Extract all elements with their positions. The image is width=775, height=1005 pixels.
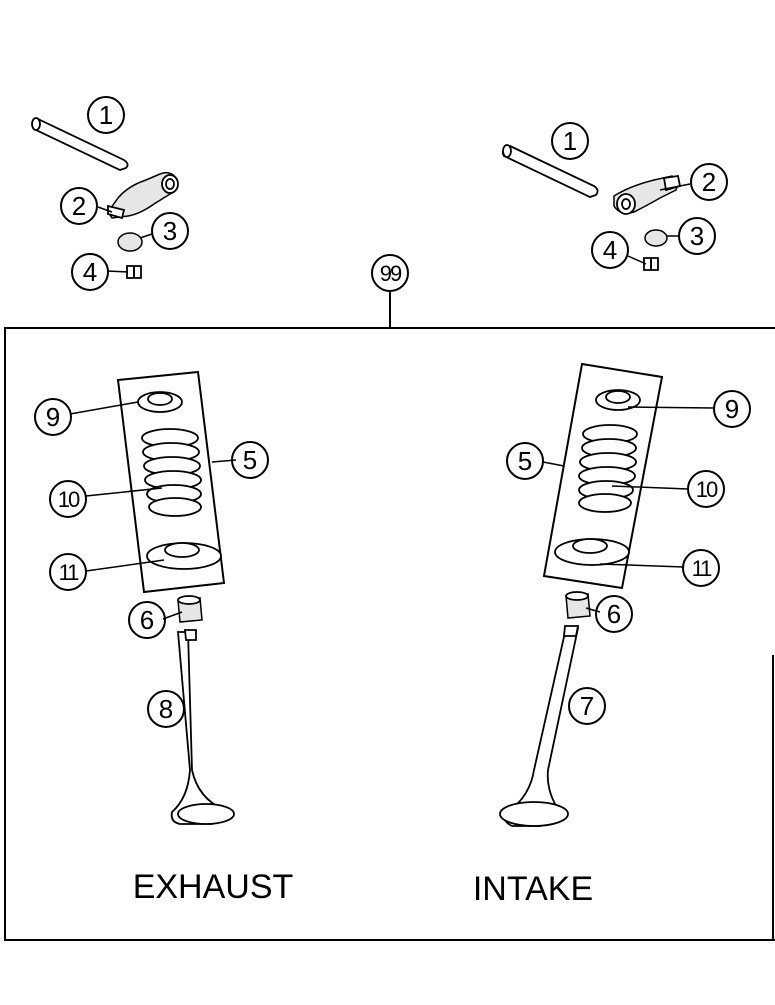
intake-spring-retainer [595,389,641,411]
callout-5-right: 5 [506,442,544,480]
exhaust-spring-kit-box [116,370,226,594]
exhaust-label: EXHAUST [133,868,294,906]
svg-text:99: 99 [380,261,402,286]
svg-text:1: 1 [563,126,577,156]
exhaust-adjuster-cap [117,232,143,252]
svg-text:10: 10 [58,487,80,512]
callout-1-right: 1 [551,122,589,160]
exhaust-valve-spring [141,428,202,517]
leader-lines [69,183,715,620]
svg-text:5: 5 [243,445,257,475]
svg-text:1: 1 [99,100,113,130]
svg-text:10: 10 [696,477,718,502]
callout-3-right: 3 [678,217,716,255]
intake-label: INTAKE [473,870,593,908]
callout-2-left: 2 [60,187,98,225]
callout-4-right: 4 [591,231,629,269]
svg-text:5: 5 [518,446,532,476]
intake-valve-stem-seal [565,591,591,619]
svg-text:11: 11 [692,556,713,581]
callout-8: 8 [147,690,185,728]
callout-99: 99 [371,254,409,292]
exhaust-split-ring [126,265,142,279]
svg-text:7: 7 [580,691,594,721]
intake-spring-kit-box [542,362,664,590]
callout-2-right: 2 [690,163,728,201]
callout-6-right: 6 [595,595,633,633]
intake-valve-spring [578,424,638,513]
exhaust-spring-retainer [137,391,183,413]
callout-6-left: 6 [128,601,166,639]
svg-text:9: 9 [46,402,60,432]
svg-text:9: 9 [725,394,739,424]
intake-spring-seat [554,538,630,566]
callout-3-left: 3 [151,212,189,250]
exhaust-valve-stem-seal [177,595,203,623]
svg-text:8: 8 [159,694,173,724]
exhaust-spring-seat [146,542,222,570]
intake-rocker-arm [613,174,682,215]
callout-4-left: 4 [71,253,109,291]
svg-text:3: 3 [163,216,177,246]
svg-text:6: 6 [140,605,154,635]
intake-split-ring [643,257,659,271]
svg-text:11: 11 [59,560,80,585]
callout-11-left: 11 [49,553,87,591]
svg-text:4: 4 [603,235,617,265]
intake-adjuster-cap [644,229,668,247]
callout-9-left: 9 [34,398,72,436]
callout-7: 7 [568,687,606,725]
svg-text:6: 6 [607,599,621,629]
callout-9-right: 9 [713,390,751,428]
callout-11-right: 11 [682,549,720,587]
intake-rocker-shaft [501,144,599,198]
exhaust-rocker-shaft [31,117,129,171]
assembly-frame [4,292,775,941]
intake-valve [499,625,580,827]
callout-1-left: 1 [87,96,125,134]
callout-5-left: 5 [231,441,269,479]
svg-text:4: 4 [83,257,97,287]
svg-text:3: 3 [690,221,704,251]
callout-10-right: 10 [687,470,725,508]
exhaust-valve [170,629,235,825]
svg-text:2: 2 [72,191,86,221]
callout-10-left: 10 [49,480,87,518]
exhaust-rocker-arm [107,171,179,220]
svg-text:2: 2 [702,167,716,197]
